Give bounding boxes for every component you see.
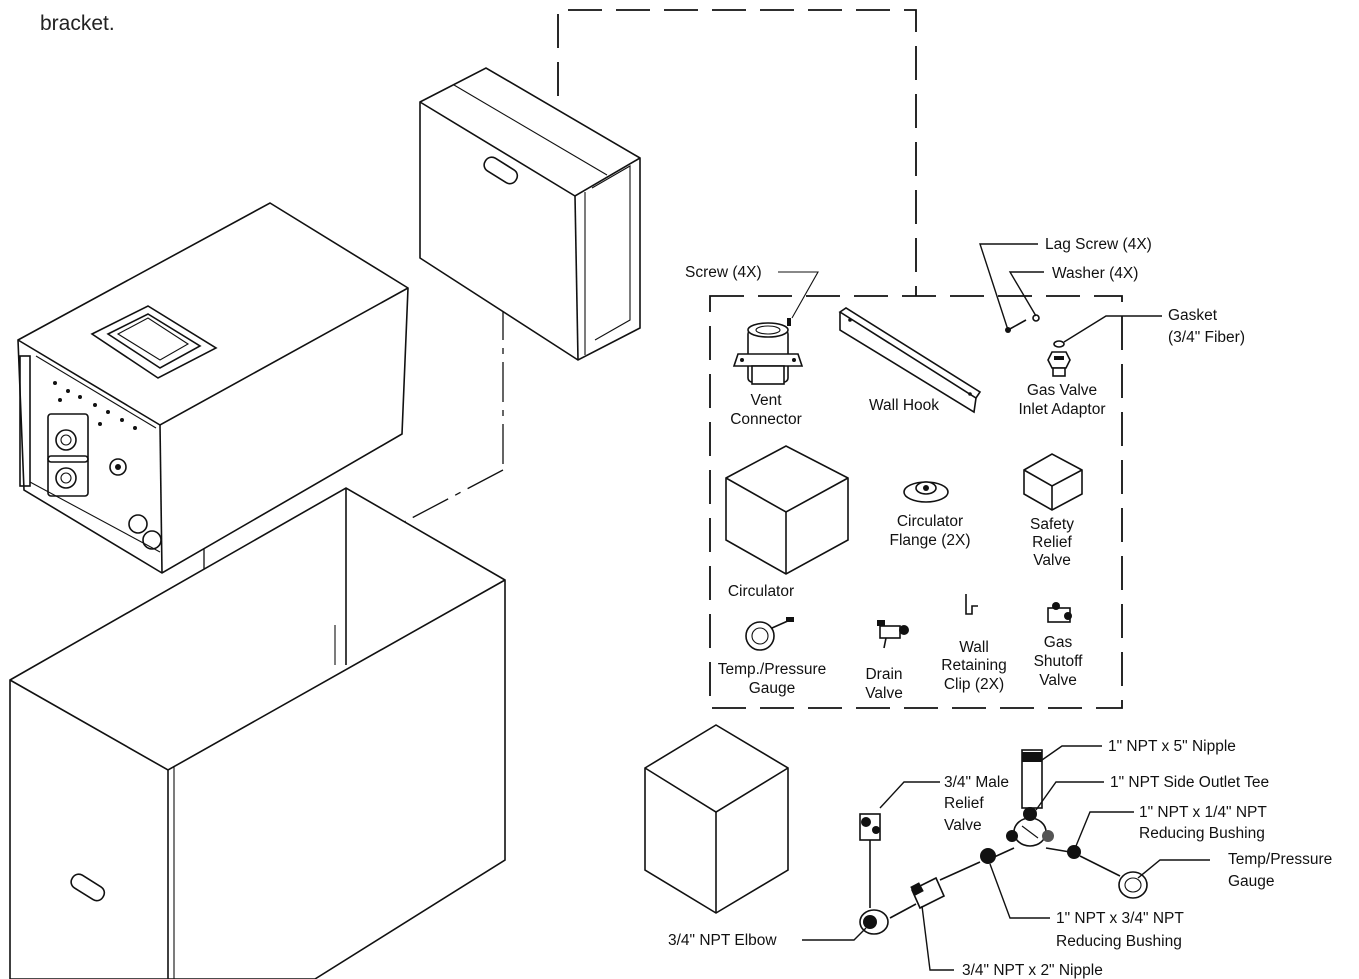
knockout-holes	[53, 381, 137, 430]
guide-line-top	[557, 9, 917, 296]
label-drain-valve-1: Drain	[865, 666, 902, 683]
label-bushing-1x34-2: Reducing Bushing	[1056, 933, 1182, 950]
label-bushing-1x14-1: 1" NPT x 1/4" NPT	[1139, 804, 1267, 821]
label-male-relief-3: Valve	[944, 817, 982, 834]
reducing-bushing-1x34-part	[980, 848, 996, 864]
label-safety-relief-3: Valve	[1033, 552, 1071, 569]
drain-fitting-left	[128, 514, 148, 534]
label-gas-valve-adaptor-1: Gas Valve	[1027, 382, 1097, 399]
label-circulator-flange-2: Flange (2X)	[890, 532, 971, 549]
label-tp-gauge-1: Temp/Pressure	[1228, 851, 1332, 868]
label-gas-shutoff-1: Gas	[1044, 634, 1073, 651]
gasket-part	[1053, 340, 1065, 348]
male-relief-valve-part	[859, 813, 881, 841]
temp-pressure-gauge-part	[1118, 871, 1148, 899]
label-gas-shutoff-3: Valve	[1039, 672, 1077, 689]
label-circulator: Circulator	[728, 583, 794, 600]
gas-shutoff-valve-part	[1047, 602, 1072, 623]
gas-connection	[109, 458, 127, 476]
label-wall-hook: Wall Hook	[869, 397, 939, 414]
label-tp-gauge-kit-2: Gauge	[749, 680, 796, 697]
label-tp-gauge-2: Gauge	[1228, 873, 1275, 890]
intro-text-fragment: bracket.	[40, 12, 115, 35]
label-male-relief-2: Relief	[944, 795, 984, 812]
jacket-handle-slot	[70, 873, 106, 902]
label-lag-screw: Lag Screw (4X)	[1045, 236, 1152, 253]
water-connection-upper	[55, 429, 77, 451]
circulator-part	[725, 445, 849, 575]
label-nipple-34x2: 3/4" NPT x 2" Nipple	[962, 962, 1103, 979]
label-drain-valve-2: Valve	[865, 685, 903, 702]
control-display-screen	[106, 313, 202, 369]
label-wall-clip-1: Wall	[959, 639, 989, 656]
label-safety-relief-2: Relief	[1032, 534, 1072, 551]
gas-valve-inlet-adaptor-part	[1047, 351, 1071, 377]
temp-pressure-gauge-kit-part	[745, 617, 794, 651]
connection-plate-upper	[47, 413, 89, 463]
connection-plate-lower	[47, 455, 89, 497]
piping-assembly	[859, 749, 1148, 935]
wall-hook-part	[838, 307, 982, 414]
label-gas-shutoff-2: Shutoff	[1034, 653, 1084, 670]
side-outlet-tee-part	[1006, 807, 1054, 847]
vent-connector-part	[732, 322, 804, 385]
parts-kit-box	[709, 295, 1123, 709]
reducing-bushing-1x14-part	[1067, 845, 1081, 859]
leader-lines	[778, 243, 1210, 971]
label-male-relief-1: 3/4" Male	[944, 774, 1009, 791]
label-screw: Screw (4X)	[685, 264, 762, 281]
label-tp-gauge-kit-1: Temp./Pressure	[718, 661, 827, 678]
label-side-outlet-tee: 1" NPT Side Outlet Tee	[1110, 774, 1269, 791]
label-nipple-1x5: 1" NPT x 5" Nipple	[1108, 738, 1236, 755]
wall-retaining-clip-part	[965, 594, 978, 615]
cover-handle-slot	[483, 156, 519, 185]
top-cover-panel	[419, 67, 641, 361]
elbow-part	[859, 909, 889, 935]
nipple-34x2-part	[910, 876, 946, 910]
label-vent-connector-1: Vent	[750, 392, 782, 409]
label-wall-clip-2: Retaining	[941, 657, 1007, 674]
label-circulator-flange-1: Circulator	[897, 513, 963, 530]
packaged-carton	[644, 724, 789, 914]
circulator-flange-part	[903, 481, 949, 503]
label-vent-connector-2: Connector	[730, 411, 802, 428]
label-gas-valve-adaptor-2: Inlet Adaptor	[1018, 401, 1105, 418]
label-gasket-1: Gasket	[1168, 307, 1218, 324]
label-washer: Washer (4X)	[1052, 265, 1138, 282]
drain-valve-part	[877, 620, 909, 649]
label-wall-clip-3: Clip (2X)	[944, 676, 1004, 693]
label-safety-relief-1: Safety	[1030, 516, 1074, 533]
screw-part	[787, 318, 791, 326]
safety-relief-valve-part	[1023, 453, 1083, 511]
label-gasket-2: (3/4" Fiber)	[1168, 329, 1245, 346]
water-connection-lower	[55, 467, 77, 489]
boiler-side-rail	[19, 355, 31, 487]
drain-fitting-right	[142, 530, 162, 550]
label-bushing-1x34-1: 1" NPT x 3/4" NPT	[1056, 910, 1184, 927]
boiler-jacket	[9, 487, 506, 979]
control-display-frame	[90, 305, 218, 379]
label-elbow: 3/4" NPT Elbow	[668, 932, 777, 949]
boiler-body	[17, 202, 409, 574]
lag-screw-part	[1007, 319, 1027, 331]
label-bushing-1x14-2: Reducing Bushing	[1139, 825, 1265, 842]
